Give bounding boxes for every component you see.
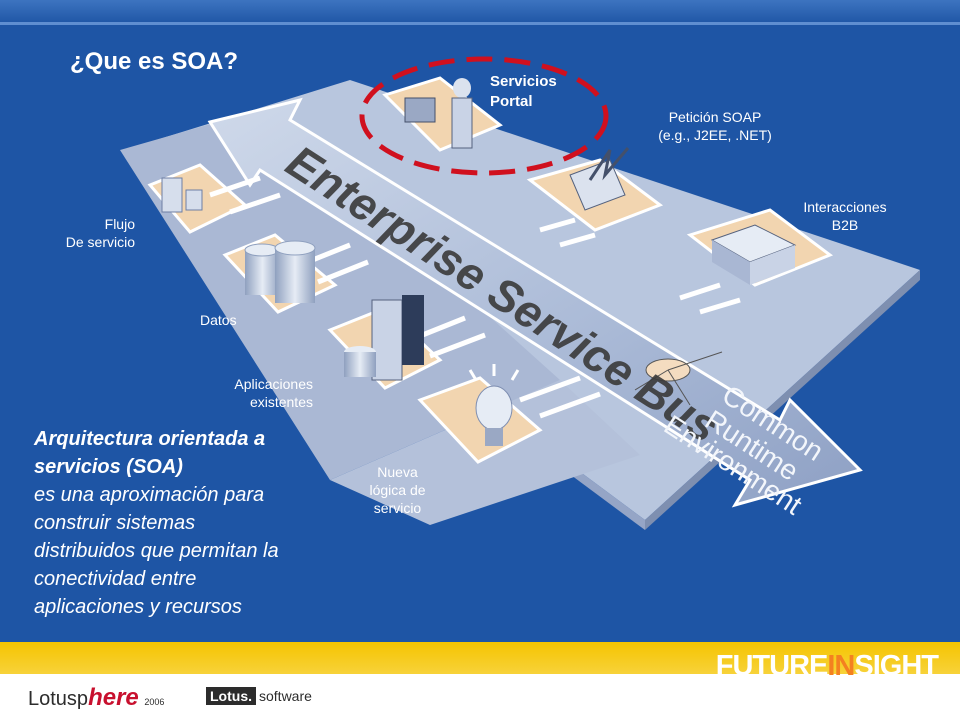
lotus-software-logo: Lotus.software (206, 687, 312, 705)
lotus-part: here (88, 684, 139, 711)
soap-label-line: Petición SOAP (668, 109, 762, 125)
lotusphere-logo: Lotusphere 2006 (28, 684, 164, 712)
enterprise-service-bus (207, 97, 863, 508)
new-logic-label-line: lógica de (369, 482, 426, 498)
portal-highlight-circle (359, 56, 609, 176)
lotus-part: Lotusp (28, 688, 89, 710)
data-label: Datos (200, 312, 237, 328)
brand-part: SIGHT (854, 650, 939, 682)
description-heading: Arquitectura orientada a (34, 428, 266, 450)
new-logic-label-line: servicio (373, 500, 422, 516)
database-icon (244, 240, 316, 303)
footer-band (0, 642, 960, 674)
portal-label: Servicios Portal (490, 72, 557, 112)
description-line: distribuidos que permitan la (34, 540, 279, 562)
portal-user-icon (404, 78, 473, 149)
description-line: aplicaciones y recursos (34, 596, 242, 618)
description-line: conectividad entre (34, 568, 197, 590)
soa-description: Arquitectura orientada a servicios (SOA)… (34, 425, 334, 621)
soap-label: Petición SOAP (e.g., J2EE, .NET) (640, 108, 790, 144)
lightbulb-icon (468, 364, 520, 446)
description-heading: servicios (SOA) (34, 456, 183, 478)
description-line: es una aproximación para (34, 484, 265, 506)
new-logic-label-line: Nueva (377, 464, 418, 480)
futureinsight-logo: FUTUREINSIGHT (715, 650, 939, 683)
soap-envelope-icon (569, 147, 630, 211)
top-banner (0, 0, 960, 24)
page-title: ¿Que es SOA? (70, 48, 239, 75)
server-icon (344, 295, 424, 381)
description-line: construir sistemas (34, 512, 196, 534)
brand-part: FUTURE (715, 650, 829, 682)
b2b-label-line: Interacciones (803, 199, 887, 215)
portal-label-line: Portal (490, 93, 533, 110)
portal-label-line: Servicios (490, 73, 557, 90)
lotus-year: 2006 (144, 697, 165, 707)
brand-part: IN (827, 650, 855, 682)
apps-label-line: Aplicaciones (234, 376, 313, 392)
flow-label: Flujo De servicio (40, 215, 135, 251)
flow-label-line: De servicio (65, 234, 135, 250)
b2b-label-line: B2B (831, 217, 859, 233)
lotus-box: Lotus. (206, 687, 256, 705)
apps-label-line: existentes (249, 394, 313, 410)
service-flow-icon (161, 177, 203, 213)
b2b-building-icon (710, 224, 797, 285)
soap-label-line: (e.g., J2EE, .NET) (658, 127, 772, 143)
lotus-software-text: software (259, 688, 312, 704)
flow-label-line: Flujo (104, 216, 135, 232)
new-logic-label: Nueva lógica de servicio (350, 463, 445, 517)
apps-label: Aplicaciones existentes (200, 375, 313, 411)
b2b-label: Interacciones B2B (785, 198, 905, 234)
